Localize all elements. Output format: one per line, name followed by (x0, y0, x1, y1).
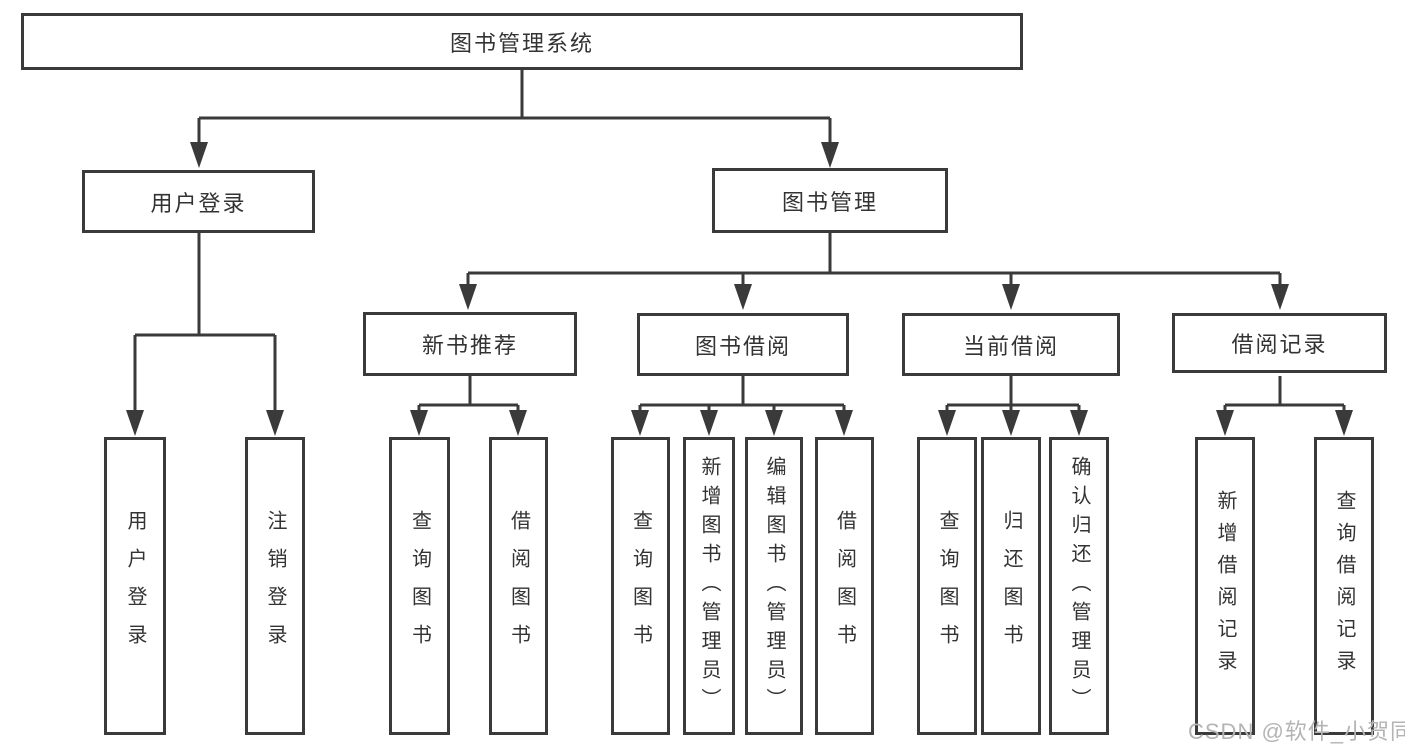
leaf-label: 查询图书 (408, 510, 431, 662)
arrowhead (1002, 410, 1020, 436)
leaf-label: 新增借阅记录 (1214, 490, 1236, 682)
leaf-borrow-books-recommend: 借阅图书 (489, 437, 548, 735)
node-label: 当前借阅 (962, 333, 1059, 359)
leaf-label: 确认归还（管理员） (1068, 455, 1090, 717)
arrowhead (835, 410, 853, 436)
leaf-label: 新增图书（管理员） (698, 455, 720, 717)
node-label: 图书借阅 (694, 333, 791, 359)
arrowhead (1335, 410, 1353, 436)
node-new-book-recommendation: 新书推荐 (363, 312, 577, 376)
arrowhead (821, 142, 839, 168)
leaf-label: 借阅图书 (833, 510, 856, 662)
arrowhead (734, 284, 752, 310)
arrowhead (1216, 410, 1234, 436)
leaf-label: 注销登录 (264, 510, 286, 662)
leaf-return-books: 归还图书 (981, 437, 1041, 735)
node-library-management-system: 图书管理系统 (21, 13, 1023, 70)
leaf-add-borrow-record: 新增借阅记录 (1195, 437, 1255, 735)
leaf-confirm-return-admin: 确认归还（管理员） (1049, 437, 1109, 735)
leaf-logout-login: 注销登录 (245, 437, 305, 735)
node-label: 图书管理系统 (449, 30, 594, 56)
csdn-watermark: CSDN @软件_小贺同学 (1188, 719, 1405, 744)
arrowhead (700, 410, 718, 436)
arrowhead (765, 410, 783, 436)
arrowhead (509, 410, 527, 436)
arrowhead (190, 142, 208, 168)
arrowhead (266, 410, 284, 436)
node-label: 新书推荐 (421, 333, 518, 358)
arrowhead (459, 284, 477, 310)
arrowhead (1271, 284, 1289, 310)
leaf-query-books-current: 查询图书 (917, 437, 977, 735)
leaf-edit-book-admin: 编辑图书（管理员） (745, 437, 803, 735)
leaf-label: 用户登录 (124, 510, 146, 662)
leaf-query-books-recommend: 查询图书 (389, 437, 450, 735)
node-label: 用户登录 (150, 190, 247, 216)
arrowhead (1002, 284, 1020, 310)
leaf-query-borrow-record: 查询借阅记录 (1314, 437, 1374, 735)
node-current-borrowing: 当前借阅 (902, 313, 1120, 376)
leaf-label: 借阅图书 (507, 510, 530, 662)
leaf-label: 查询图书 (629, 510, 652, 662)
leaf-user-login: 用户登录 (104, 437, 166, 735)
node-label: 借阅记录 (1231, 332, 1328, 357)
arrowhead (1070, 410, 1088, 436)
leaf-query-books-borrowing: 查询图书 (611, 437, 670, 735)
leaf-borrow-books-borrowing: 借阅图书 (815, 437, 874, 735)
leaf-label: 查询图书 (936, 510, 958, 662)
leaf-label: 归还图书 (1000, 510, 1022, 662)
arrowhead (938, 410, 956, 436)
node-label: 图书管理 (781, 189, 878, 215)
arrowhead (410, 410, 428, 436)
node-borrowing-records: 借阅记录 (1172, 313, 1387, 373)
arrowhead (126, 410, 144, 436)
arrowhead (631, 410, 649, 436)
node-book-borrowing: 图书借阅 (637, 313, 849, 376)
leaf-label: 查询借阅记录 (1333, 490, 1355, 682)
node-book-management: 图书管理 (712, 168, 948, 233)
leaf-label: 编辑图书（管理员） (763, 455, 785, 717)
node-user-login: 用户登录 (82, 170, 315, 233)
leaf-add-book-admin: 新增图书（管理员） (683, 437, 735, 735)
